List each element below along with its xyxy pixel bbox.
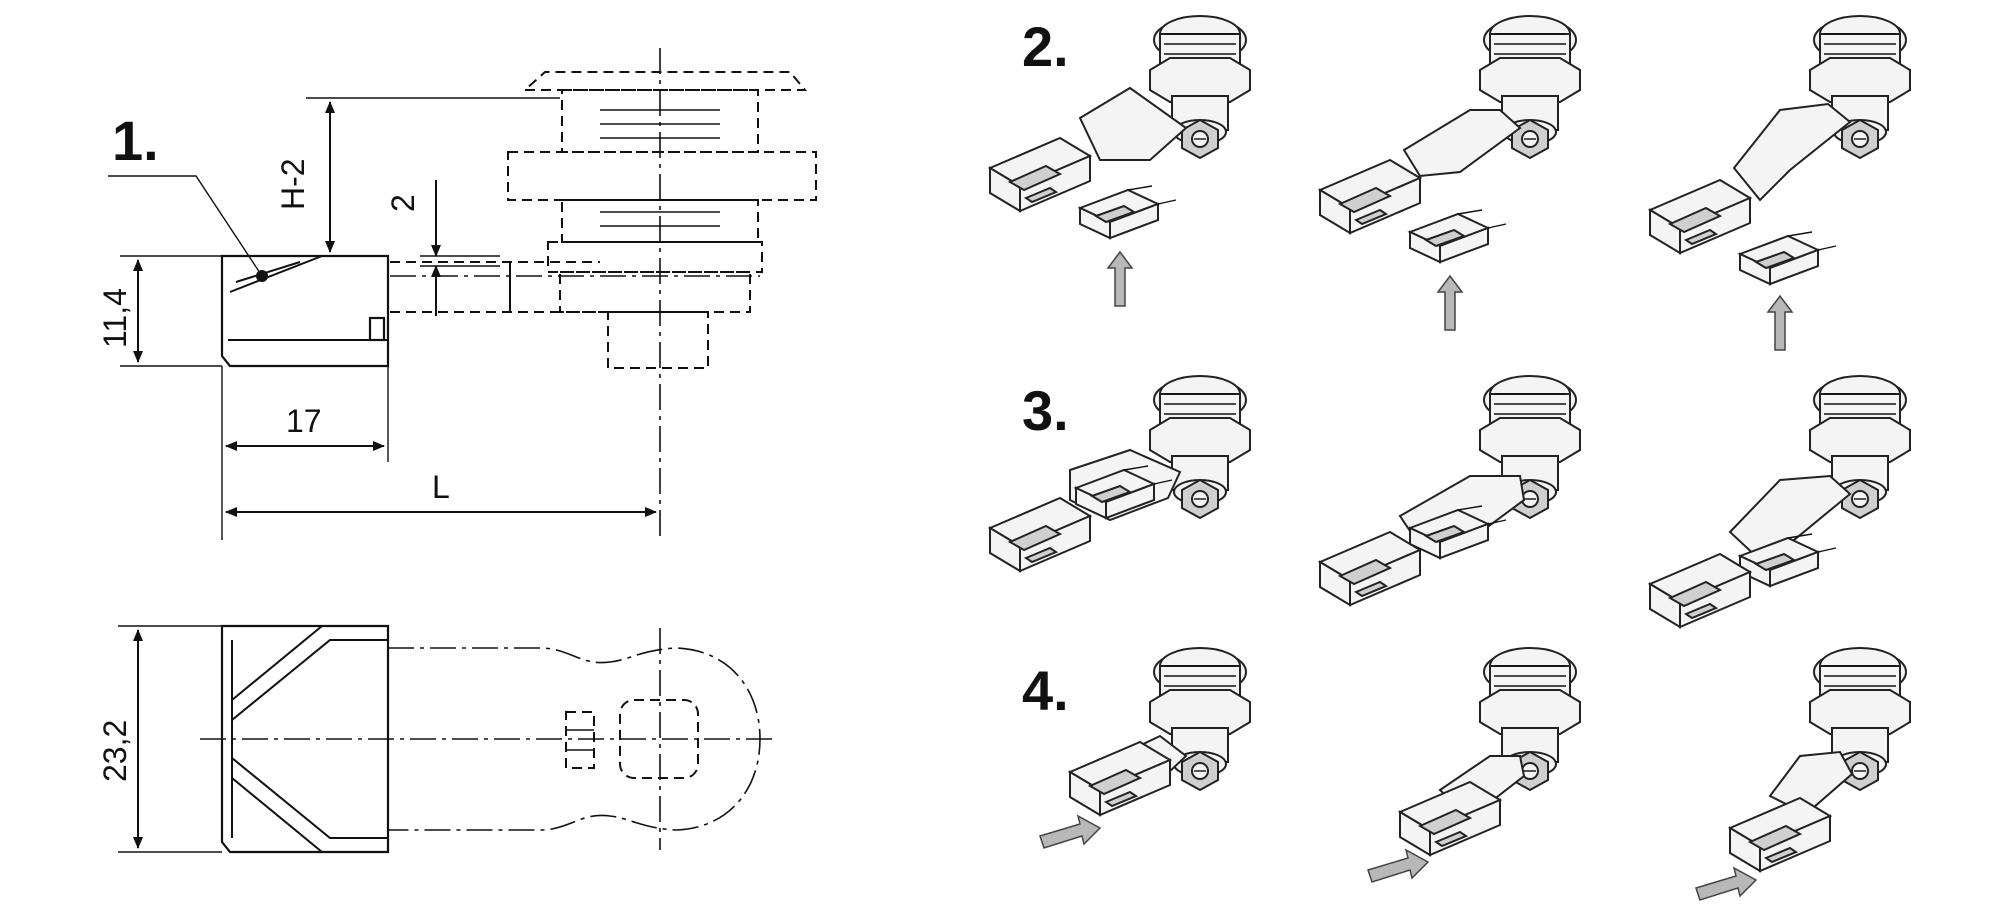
dim-width-23-2: 23,2 (97, 720, 133, 782)
step-3-illustration-3 (1649, 375, 1911, 628)
step-3-illustration-1 (989, 375, 1251, 572)
callout-1-label: 1. (112, 109, 159, 172)
dim-height-11-4: 11,4 (97, 288, 133, 348)
lock-assembly-dashed (507, 71, 817, 369)
step-4-label: 4. (1022, 659, 1069, 722)
step-4-illustration-3 (1695, 647, 1911, 901)
step-2-label: 2. (1022, 15, 1069, 78)
step-2-illustration-3 (1649, 15, 1911, 351)
step-3-label: 3. (1022, 379, 1069, 442)
step-2-illustration-2 (1319, 15, 1581, 331)
step-4-illustration-1 (1039, 647, 1251, 849)
step-2-illustration-1 (989, 15, 1251, 307)
plan-view-drawing: 23,2 (97, 624, 776, 854)
dim-width-17: 17 (286, 403, 322, 439)
dim-gap-2: 2 (385, 194, 421, 212)
dim-h-minus-2: H-2 (275, 158, 311, 210)
step-3-illustration-2 (1319, 375, 1581, 606)
step-4-illustration-2 (1367, 647, 1581, 883)
keeper-part-side (220, 254, 390, 368)
dim-length-l: L (432, 469, 450, 505)
side-view-drawing: 1. H-2 2 11,4 17 L (97, 48, 817, 540)
